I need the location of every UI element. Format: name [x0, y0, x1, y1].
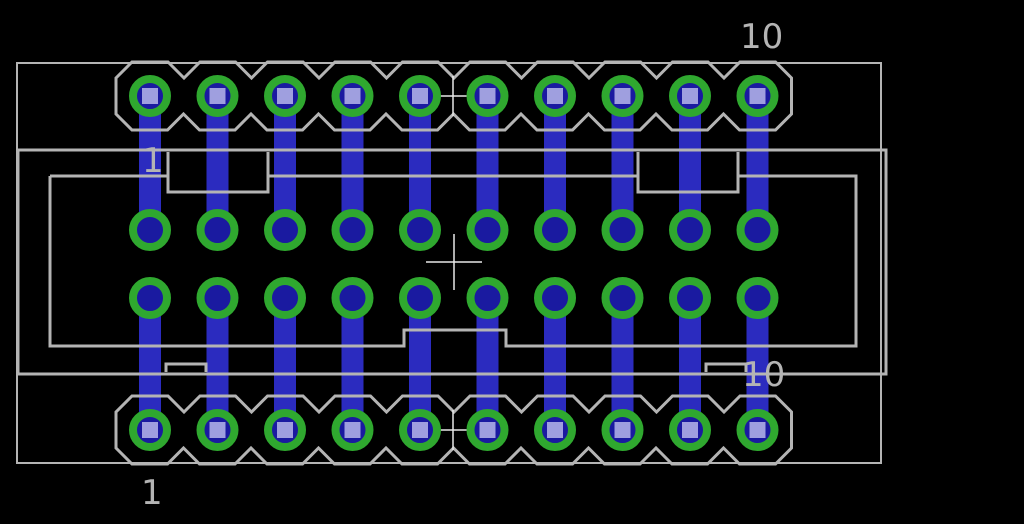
bottom-header-pad-1-square-hole: [142, 422, 158, 438]
connector-label-1: 1: [142, 141, 164, 181]
top-header-pad-7-square-hole: [547, 88, 563, 104]
top-header-pad-1-square-hole: [142, 88, 158, 104]
bottom-header-pad-9-square-hole: [682, 422, 698, 438]
connector-pad-bottom-9[interactable]: [669, 277, 711, 319]
connector-pad-bottom-8[interactable]: [601, 277, 644, 319]
box-connector-outline: [16, 148, 888, 376]
connector-pad-top-3[interactable]: [264, 209, 306, 251]
top-header-label-10: 10: [740, 17, 783, 57]
connector-pad-bottom-1-ring: [129, 277, 171, 319]
top-header-pad-3[interactable]: [264, 75, 306, 117]
bottom-header-pad-2[interactable]: [196, 409, 239, 451]
connector-pad-bottom-3[interactable]: [264, 277, 306, 319]
connector-pad-top-1[interactable]: [129, 209, 171, 251]
top-header-pad-8-square-hole: [614, 88, 631, 104]
bottom-header-outline: [114, 394, 793, 466]
header-outlines: [114, 60, 793, 466]
bottom-header-label-1: 1: [141, 473, 163, 513]
connector-pad-bottom-9-ring: [669, 277, 711, 319]
connector-pad-top-1-ring: [129, 209, 171, 251]
top-header-pad-2-square-hole: [209, 88, 226, 104]
connector-pad-top-8-ring: [601, 209, 644, 251]
latch-left: [164, 362, 208, 372]
connector-pad-top-6[interactable]: [466, 209, 509, 251]
connector-pad-top-8[interactable]: [601, 209, 644, 251]
connector-pad-top-10[interactable]: [736, 209, 779, 251]
connector-pad-bottom-3-ring: [264, 277, 306, 319]
connector-pad-bottom-10-ring: [736, 277, 779, 319]
connector-pad-bottom-4-ring: [331, 277, 374, 319]
bottom-header-pad-5-square-hole: [412, 422, 428, 438]
bottom-header-pad-4-square-hole: [344, 422, 361, 438]
connector-pad-top-5-ring: [399, 209, 441, 251]
pads-layer: [129, 75, 779, 451]
connector-pad-top-7[interactable]: [534, 209, 576, 251]
top-header-pad-7[interactable]: [534, 75, 576, 117]
connector-pad-top-9-ring: [669, 209, 711, 251]
bottom-header-pad-2-square-hole: [209, 422, 226, 438]
connector-pad-top-2[interactable]: [196, 209, 239, 251]
top-header-pad-1[interactable]: [129, 75, 171, 117]
connector-pad-top-2-ring: [196, 209, 239, 251]
connector-pad-bottom-5-ring: [399, 277, 441, 319]
top-header-pad-5-square-hole: [412, 88, 428, 104]
bottom-header-pad-10[interactable]: [736, 409, 779, 451]
bottom-header-pad-7-square-hole: [547, 422, 563, 438]
connector-pad-bottom-2[interactable]: [196, 277, 239, 319]
top-header-outline: [114, 60, 793, 132]
latch-right: [704, 362, 748, 372]
top-header-pad-5[interactable]: [399, 75, 441, 117]
connector-pad-bottom-6[interactable]: [466, 277, 509, 319]
bottom-header-pad-10-square-hole: [749, 422, 766, 438]
top-header-pad-10-square-hole: [749, 88, 766, 104]
top-header-pad-4[interactable]: [331, 75, 374, 117]
top-header-pad-9-square-hole: [682, 88, 698, 104]
bottom-header-pad-4[interactable]: [331, 409, 374, 451]
bottom-header-pad-8-square-hole: [614, 422, 631, 438]
connector-pad-bottom-7[interactable]: [534, 277, 576, 319]
bottom-header-pad-5[interactable]: [399, 409, 441, 451]
connector-pad-top-9[interactable]: [669, 209, 711, 251]
box-connector-outer: [16, 148, 888, 376]
top-header-pad-4-square-hole: [344, 88, 361, 104]
top-header-pad-9[interactable]: [669, 75, 711, 117]
connector-pad-top-5[interactable]: [399, 209, 441, 251]
bottom-header-pad-6[interactable]: [466, 409, 509, 451]
connector-pad-top-7-ring: [534, 209, 576, 251]
bottom-header-pad-7[interactable]: [534, 409, 576, 451]
connector-pad-bottom-10[interactable]: [736, 277, 779, 319]
top-header-pad-10[interactable]: [736, 75, 779, 117]
connector-pad-bottom-4[interactable]: [331, 277, 374, 319]
bottom-header-pad-9[interactable]: [669, 409, 711, 451]
top-header-pad-2[interactable]: [196, 75, 239, 117]
connector-pad-bottom-7-ring: [534, 277, 576, 319]
top-header-pad-6-square-hole: [479, 88, 496, 104]
bottom-header-pad-3-square-hole: [277, 422, 293, 438]
bottom-header-pad-1[interactable]: [129, 409, 171, 451]
connector-pad-top-6-ring: [466, 209, 509, 251]
top-header-pad-3-square-hole: [277, 88, 293, 104]
connector-pad-top-4[interactable]: [331, 209, 374, 251]
connector-pad-top-3-ring: [264, 209, 306, 251]
traces-layer: [139, 96, 769, 430]
connector-pad-bottom-2-ring: [196, 277, 239, 319]
connector-label-10: 10: [742, 355, 785, 395]
connector-pad-top-10-ring: [736, 209, 779, 251]
bottom-header-pad-6-square-hole: [479, 422, 496, 438]
bottom-header-pad-8[interactable]: [601, 409, 644, 451]
top-header-pad-8[interactable]: [601, 75, 644, 117]
connector-pad-bottom-1[interactable]: [129, 277, 171, 319]
top-header-pad-6[interactable]: [466, 75, 509, 117]
connector-pad-bottom-5[interactable]: [399, 277, 441, 319]
connector-pad-top-4-ring: [331, 209, 374, 251]
connector-pad-bottom-8-ring: [601, 277, 644, 319]
bottom-header-pad-3[interactable]: [264, 409, 306, 451]
connector-pad-bottom-6-ring: [466, 277, 509, 319]
